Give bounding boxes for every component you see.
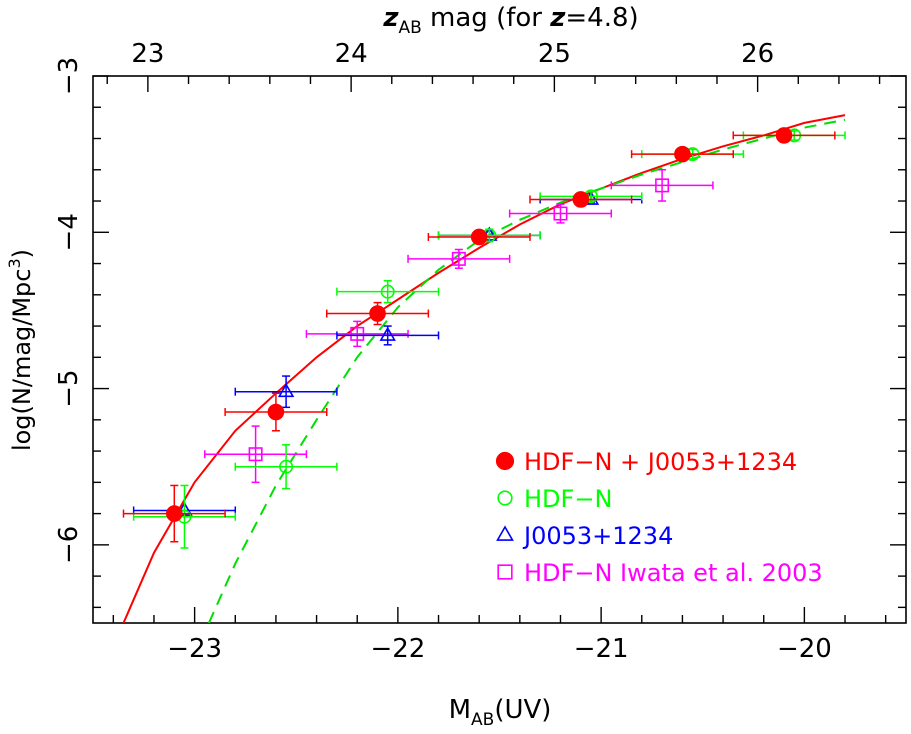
x-axis-label: MAB(UV) <box>449 695 552 729</box>
data-point <box>539 189 643 204</box>
marker-open-square <box>655 178 670 193</box>
data-points <box>122 127 846 549</box>
data-point <box>325 301 430 326</box>
marker-filled-circle <box>470 228 488 246</box>
fit-curve-dashed <box>207 118 846 623</box>
legend-item: J0053+1234 <box>496 522 673 550</box>
y-tick-label: −5 <box>54 369 84 407</box>
data-point <box>132 484 237 549</box>
top-tick-label: 23 <box>131 39 164 69</box>
marker-filled-circle <box>572 191 590 208</box>
y-tick-label: −4 <box>54 213 84 251</box>
data-point <box>529 191 633 208</box>
marker-open-circle <box>380 284 395 299</box>
marker-open-square <box>248 447 263 462</box>
marker-filled-circle <box>267 403 285 421</box>
data-point <box>336 279 440 304</box>
legend-label: HDF−N <box>524 485 612 513</box>
legend-label: J0053+1234 <box>522 522 673 550</box>
legend-label: HDF−N Iwata et al. 2003 <box>524 559 823 587</box>
data-point <box>122 484 226 543</box>
marker-filled-circle <box>369 305 386 322</box>
fit-curve-solid <box>122 114 846 623</box>
y-tick-label: −3 <box>54 57 84 95</box>
x-tick-label: −23 <box>167 634 222 664</box>
x-tick-label: −20 <box>777 634 832 664</box>
marker-filled-circle <box>775 127 793 144</box>
marker-open-triangle <box>379 326 396 341</box>
data-point <box>234 444 338 490</box>
top-tick-label: 25 <box>538 39 571 69</box>
data-point <box>508 203 613 224</box>
marker-filled-circle <box>166 505 183 522</box>
marker-open-square <box>451 251 466 266</box>
marker-open-square <box>497 564 513 580</box>
legend-item: HDF−N <box>497 485 612 513</box>
data-point <box>305 320 409 348</box>
plot-frame <box>92 75 907 624</box>
top-axis-label: zAB mag (for z=4.8) <box>382 3 638 38</box>
fit-curves <box>122 114 846 623</box>
marker-open-circle <box>497 490 513 506</box>
legend-item: HDF−N Iwata et al. 2003 <box>497 559 823 587</box>
top-tick-label: 24 <box>335 39 368 69</box>
y-axis-label: log(N/mag/Mpc3) <box>5 249 36 451</box>
top-tick-label: 26 <box>741 39 774 69</box>
marker-open-square <box>553 206 568 221</box>
marker-open-triangle <box>496 525 514 541</box>
marker-filled-circle <box>674 145 691 163</box>
x-tick-label: −21 <box>574 634 629 664</box>
data-point <box>336 325 440 346</box>
data-point <box>204 425 308 484</box>
marker-open-circle <box>279 459 294 474</box>
data-point <box>234 375 338 409</box>
marker-filled-circle <box>495 451 515 471</box>
data-point <box>224 392 328 432</box>
y-tick-label: −6 <box>54 526 84 564</box>
data-point <box>407 248 511 269</box>
legend-label: HDF−N + J0053+1234 <box>524 448 797 476</box>
axes: −23 −22 −21 −20 23 24 25 26 −3 −4 −5 −6 <box>54 39 907 664</box>
data-point <box>427 228 531 246</box>
marker-open-triangle <box>277 382 295 398</box>
data-point <box>732 127 836 144</box>
data-point <box>437 228 541 243</box>
x-tick-label: −22 <box>370 634 425 664</box>
marker-open-square <box>350 326 365 341</box>
data-point <box>630 145 734 163</box>
data-point <box>610 169 714 202</box>
legend-item: HDF−N + J0053+1234 <box>495 448 797 476</box>
